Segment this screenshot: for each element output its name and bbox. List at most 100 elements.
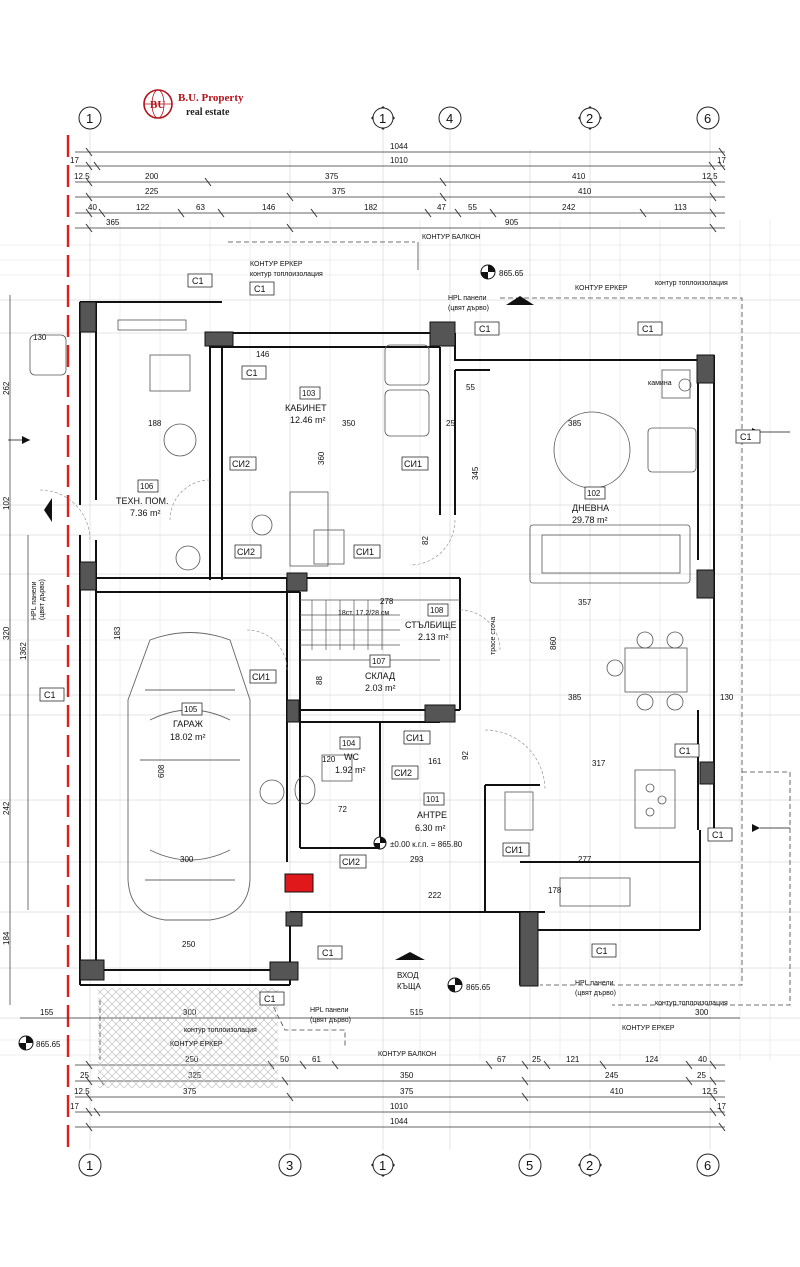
dim-left-242: 242	[2, 801, 11, 815]
label-hpl-top-sub: (цвят дърво)	[448, 305, 489, 312]
label-kashta: КЪЩА	[397, 982, 421, 991]
dim-top-17a: 17	[70, 156, 79, 165]
label-hpl-left-sub: (цвят дърво)	[39, 579, 46, 620]
level-marker-entrance	[447, 977, 463, 993]
contour-lines	[99, 241, 791, 1060]
dim-top-410b: 410	[578, 187, 592, 196]
label-hpl-bottom-sub: (цвят дърво)	[310, 1017, 351, 1024]
door-tag-7: СИ2	[394, 768, 412, 778]
dim-top-146: 146	[262, 203, 276, 212]
arrows	[22, 296, 760, 960]
label-kontur-erker-br: КОНТУР ЕРКЕР	[622, 1025, 675, 1032]
dim-bot-1044: 1044	[390, 1117, 408, 1126]
paving-area	[98, 988, 278, 1088]
inner-dim-146: 146	[256, 350, 270, 359]
inner-dim-278: 278	[380, 597, 394, 606]
inner-dim-350: 350	[342, 419, 356, 428]
dim-bot-375a: 375	[183, 1087, 197, 1096]
dim-top-375: 375	[325, 172, 339, 181]
walls	[79, 301, 715, 986]
door-tag-8: СИ2	[342, 857, 360, 867]
axis-bottom-1b: 1	[379, 1158, 386, 1173]
axis-top-4: 4	[446, 111, 453, 126]
inner-dim-88: 88	[315, 676, 324, 685]
columns	[79, 301, 715, 987]
room-104-name: WC	[344, 752, 359, 762]
axis-bottom-5: 5	[526, 1158, 533, 1173]
dim-bot-1010: 1010	[390, 1102, 408, 1111]
top-dimension-ticks	[85, 147, 726, 233]
inner-dim-82: 82	[421, 536, 430, 545]
left-dimension-chains	[9, 295, 29, 1005]
axis-bottom-1: 1	[86, 1158, 93, 1173]
dim-top-225: 225	[145, 187, 159, 196]
label-hpl-right-sub: (цвят дърво)	[575, 990, 616, 997]
window-tag-3: C1	[479, 324, 491, 334]
room-107-area: 2.03 m²	[365, 683, 396, 693]
room-105-area: 18.02 m²	[170, 732, 206, 742]
room-106-name: ТЕХН. ПОМ.	[116, 496, 168, 506]
label-kontur-toplo-bl: контур топлоизолация	[184, 1027, 257, 1034]
label-kontur-erker-bl: КОНТУР ЕРКЕР	[170, 1041, 223, 1048]
dim-top-375b: 375	[332, 187, 346, 196]
room-105-name: ГАРАЖ	[173, 719, 204, 729]
inner-dim-345: 345	[471, 466, 480, 480]
dim-top-905: 905	[505, 218, 519, 227]
dim-top-1010: 1010	[390, 156, 408, 165]
dim-top-47: 47	[437, 203, 446, 212]
room-105-num: 105	[184, 705, 198, 714]
room-108-num: 108	[430, 606, 444, 615]
logo-mark: BU	[150, 99, 165, 111]
label-smotach: трасе сточа	[490, 617, 497, 655]
room-104-area: 1.92 m²	[335, 765, 366, 775]
dim-bot-155: 155	[40, 1008, 54, 1017]
window-tag-5: C1	[246, 368, 258, 378]
window-tag-12: C1	[264, 994, 276, 1004]
dim-top-40: 40	[88, 203, 97, 212]
inner-dim-250: 250	[182, 940, 196, 949]
level-marker-zero	[373, 836, 387, 850]
inner-dim-25: 25	[446, 419, 455, 428]
dim-bot-67: 67	[497, 1055, 506, 1064]
dim-bot-40: 40	[698, 1055, 707, 1064]
inner-dim-222: 222	[428, 891, 442, 900]
axis-top-1b: 1	[379, 111, 386, 126]
dim-bot-300b: 300	[695, 1008, 709, 1017]
room-103-name: КАБИНЕТ	[285, 403, 327, 413]
dim-bot-50: 50	[280, 1055, 289, 1064]
window-tag-11: C1	[596, 946, 608, 956]
arrow-shafts	[8, 431, 790, 829]
dim-bot-12-5a: 12.5	[74, 1087, 90, 1096]
label-kamina: камина	[648, 380, 672, 387]
dim-bot-121: 121	[566, 1055, 580, 1064]
dim-top-12-5a: 12.5	[74, 172, 90, 181]
car-outline	[127, 632, 251, 921]
room-106-area: 7.36 m²	[130, 508, 161, 518]
level-markers	[18, 264, 496, 1051]
inner-dim-183: 183	[113, 626, 122, 640]
label-hpl-right: HPL панели	[575, 980, 614, 987]
axis-markers-bottom: 1 3 1 5 2 6	[78, 1152, 720, 1178]
door-tag-2: СИ1	[404, 459, 422, 469]
window-tag-6: C1	[740, 432, 752, 442]
furniture	[29, 319, 697, 907]
room-102-name: ДНЕВНА	[572, 503, 609, 513]
axis-top-6: 6	[704, 111, 711, 126]
dim-top-63: 63	[196, 203, 205, 212]
dim-top-182: 182	[364, 203, 378, 212]
inner-dim-293: 293	[410, 855, 424, 864]
logo-title: B.U. Property	[178, 92, 244, 104]
door-tag-6: СИ1	[406, 733, 424, 743]
inner-dim-357: 357	[578, 598, 592, 607]
inner-dim-860: 860	[549, 636, 558, 650]
axis-top-1: 1	[86, 111, 93, 126]
room-102-area: 29.78 m²	[572, 515, 608, 525]
room-103-num: 103	[302, 389, 316, 398]
room-labels: 103 КАБИНЕТ 12.46 m² 106 ТЕХН. ПОМ. 7.36…	[116, 386, 609, 833]
axis-top-2: 2	[586, 111, 593, 126]
dim-left-102: 102	[2, 496, 11, 510]
dim-top-17b: 17	[717, 156, 726, 165]
red-shaft-marker	[284, 873, 314, 893]
door-tag-1: СИ2	[232, 459, 250, 469]
inner-dim-188: 188	[148, 419, 162, 428]
